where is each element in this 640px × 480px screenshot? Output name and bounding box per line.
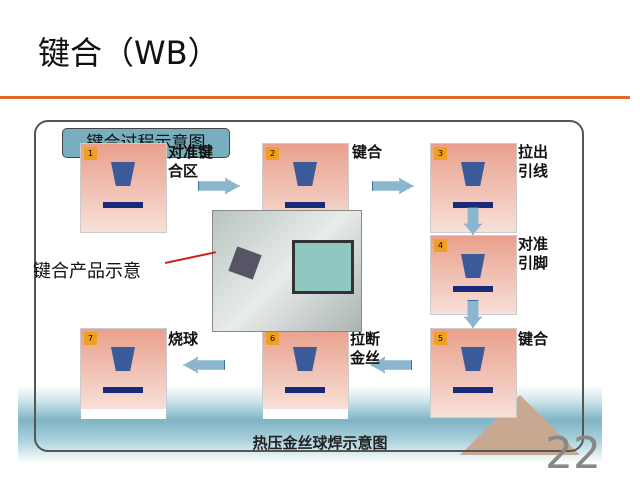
step-5-image: 5 xyxy=(430,328,517,418)
diagram-caption: 热压金丝球焊示意图 xyxy=(252,434,388,452)
step-number: 7 xyxy=(84,332,97,345)
step-1-image: 1 xyxy=(80,143,167,233)
step-number: 3 xyxy=(434,147,447,160)
product-label: 键合产品示意 xyxy=(33,261,141,282)
step-number: 1 xyxy=(84,147,97,160)
step-7-text: 烧球 xyxy=(168,330,199,348)
step-3-text: 拉出引线 xyxy=(518,143,549,180)
step-number: 6 xyxy=(266,332,279,345)
step-7-image: 7 xyxy=(80,328,167,419)
step-5-text: 键合 xyxy=(518,330,549,348)
step-6-text: 拉断金丝 xyxy=(350,330,381,367)
page-number: 22 xyxy=(545,428,601,479)
diagram-frame xyxy=(34,120,584,452)
step-4-text: 对准引脚 xyxy=(518,235,549,272)
slide-title: 键合（WB） xyxy=(38,34,220,72)
chip-large xyxy=(292,240,354,294)
step-number: 5 xyxy=(434,332,447,345)
step-number: 2 xyxy=(266,147,279,160)
step-2-text: 键合 xyxy=(352,143,383,161)
title-divider xyxy=(0,96,630,99)
step-number: 4 xyxy=(434,239,447,252)
step-6-image: 6 xyxy=(262,328,349,419)
step-1-text: 对准键合区 xyxy=(168,143,214,180)
